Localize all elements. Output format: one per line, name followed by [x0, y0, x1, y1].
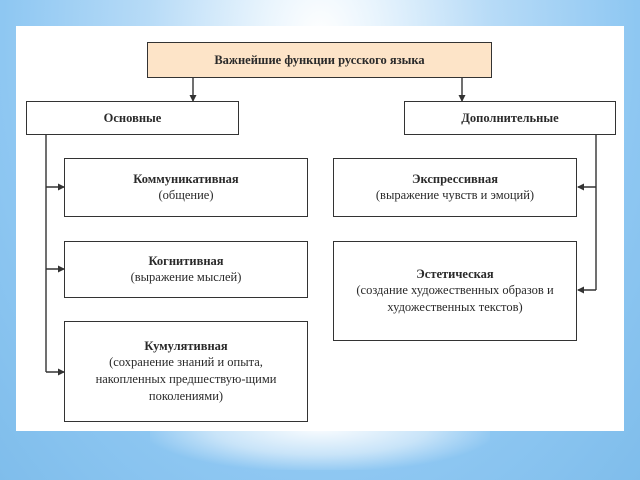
function-box-cognitive: Когнитивная (выражение мыслей): [64, 241, 308, 298]
function-description: (выражение мыслей): [130, 270, 242, 284]
root-box: Важнейшие функции русского языка: [147, 42, 492, 78]
function-title: Эстетическая: [416, 267, 494, 281]
main-branch-box: Основные: [26, 101, 239, 135]
function-box-communicative: Коммуникативная (общение): [64, 158, 308, 217]
function-title: Коммуникативная: [133, 172, 239, 186]
function-box-cumulative: Кумулятивная (сохранение знаний и опыта,…: [64, 321, 308, 422]
function-box-expressive: Экспрессивная (выражение чувств и эмоций…: [333, 158, 577, 217]
function-box-aesthetic: Эстетическая (создание художественных об…: [333, 241, 577, 341]
function-description: (сохранение знаний и опыта, накопленных …: [95, 355, 277, 403]
additional-branch-box: Дополнительные: [404, 101, 616, 135]
function-title: Когнитивная: [148, 254, 224, 268]
function-description: (создание художественных образов и худож…: [356, 283, 554, 314]
function-description: (общение): [158, 188, 214, 202]
main-branch-label: Основные: [103, 111, 162, 125]
root-title: Важнейшие функции русского языка: [214, 53, 425, 67]
function-description: (выражение чувств и эмоций): [375, 188, 535, 202]
function-title: Кумулятивная: [144, 339, 228, 353]
function-title: Экспрессивная: [411, 172, 499, 186]
additional-branch-label: Дополнительные: [461, 111, 559, 125]
